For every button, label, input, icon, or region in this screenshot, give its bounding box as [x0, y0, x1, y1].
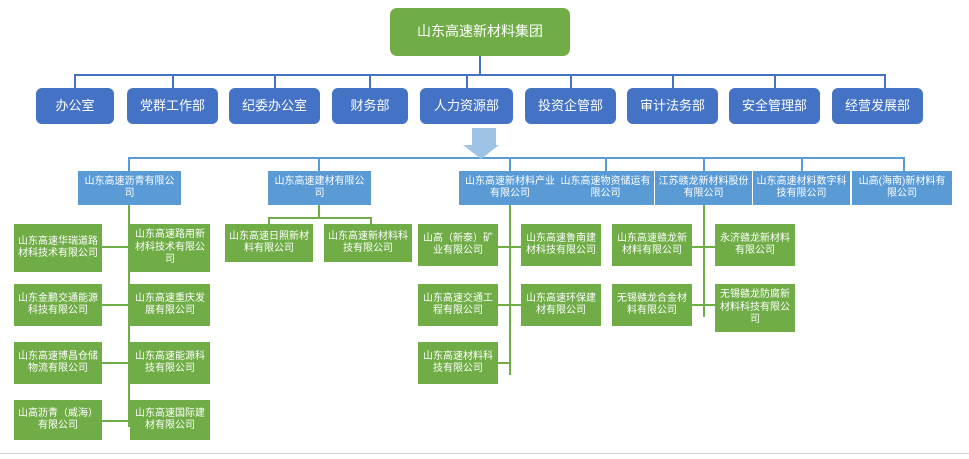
leaf-node-g1-2[interactable]: 山东高速路用新材科技术有限公司: [130, 224, 210, 272]
subsidiary-node-5[interactable]: 江苏赣龙新材料股份有限公司: [655, 171, 752, 205]
connector-stub-g5-r1r: [704, 246, 716, 248]
connector-drop-dept-2: [172, 74, 174, 88]
connector-stem-group-2: [318, 205, 320, 218]
connector-drop-dept-8: [774, 74, 776, 88]
connector-drop-g2-2: [370, 217, 372, 225]
connector-drop-dept-5: [466, 74, 468, 88]
connector-stub-g5-r2r: [704, 304, 716, 306]
connector-spine-group-3: [509, 205, 511, 375]
connector-stub-g3-r2l: [497, 304, 510, 306]
connector-drop-dept-9: [884, 74, 886, 88]
connector-drop-sub-6: [801, 157, 803, 171]
leaf-node-g1-7[interactable]: 山高沥青（威海）有限公司: [14, 400, 102, 440]
connector-spine-group-1: [128, 205, 130, 427]
department-node-6[interactable]: 投资企管部: [525, 88, 616, 124]
connector-stub-g5-r1l: [691, 246, 704, 248]
connector-stub-g5-r2l: [691, 304, 704, 306]
leaf-node-g5-3[interactable]: 无锡赣龙合金材料有限公司: [612, 284, 692, 326]
connector-drop-dept-4: [369, 74, 371, 88]
leaf-node-g3-3[interactable]: 山东高速交通工程有限公司: [418, 284, 498, 326]
department-node-3[interactable]: 纪委办公室: [229, 88, 320, 124]
subsidiary-node-6[interactable]: 山东高速材料数字科技有限公司: [753, 171, 850, 205]
department-node-2[interactable]: 党群工作部: [127, 88, 218, 124]
connector-stub-g1-r3l: [101, 362, 129, 364]
connector-stub-g3-r2r: [510, 304, 522, 306]
leaf-node-g1-6[interactable]: 山东高速能源科技有限公司: [130, 342, 210, 384]
department-node-9[interactable]: 经营发展部: [832, 88, 923, 124]
connector-drop-sub-5: [703, 157, 705, 171]
connector-stub-g1-r4l: [101, 420, 129, 422]
leaf-node-g5-2[interactable]: 永济赣龙新材料有限公司: [715, 224, 795, 266]
connector-subsidiary-bus: [128, 157, 905, 159]
connector-stub-g1-r1l: [101, 246, 129, 248]
connector-drop-sub-1: [128, 157, 130, 171]
leaf-node-g1-8[interactable]: 山东高速国际建材有限公司: [130, 400, 210, 440]
subsidiary-node-1[interactable]: 山东高速沥青有限公司: [78, 171, 181, 205]
connector-drop-sub-3: [509, 157, 511, 171]
connector-drop-dept-7: [672, 74, 674, 88]
connector-drop-dept-3: [274, 74, 276, 88]
connector-drop-sub-2: [318, 157, 320, 171]
subsidiary-node-3[interactable]: 山东高速新材料产业有限公司: [459, 171, 561, 205]
connector-drop-dept-6: [570, 74, 572, 88]
leaf-node-g1-5[interactable]: 山东高速博昌仓储物流有限公司: [14, 342, 102, 384]
connector-bracket-group-2: [268, 217, 372, 219]
leaf-node-g1-4[interactable]: 山东高速重庆发展有限公司: [130, 284, 210, 326]
leaf-node-g3-5[interactable]: 山东高速材料科技有限公司: [418, 342, 498, 384]
connector-drop-sub-4: [605, 157, 607, 171]
department-node-8[interactable]: 安全管理部: [729, 88, 820, 124]
leaf-node-g3-4[interactable]: 山东高速环保建材有限公司: [521, 284, 601, 326]
leaf-node-g3-2[interactable]: 山东高速鲁南建材科技有限公司: [521, 224, 601, 266]
connector-stub-g1-r2l: [101, 304, 129, 306]
root-node-group[interactable]: 山东高速新材料集团: [390, 8, 570, 56]
connector-stub-g3-r1l: [497, 246, 510, 248]
leaf-node-g5-4[interactable]: 无锡赣龙防腐新材料科技有限公司: [715, 284, 795, 332]
connector-spine-group-5: [703, 205, 705, 317]
footer-divider: [0, 453, 969, 454]
subsidiary-node-7[interactable]: 山高(海南)新材料有限公司: [852, 171, 952, 205]
leaf-node-g1-1[interactable]: 山东高速华瑞道路材科技术有限公司: [14, 224, 102, 272]
connector-stub-g3-r3l: [497, 362, 510, 364]
department-node-7[interactable]: 审计法务部: [627, 88, 718, 124]
subsidiary-node-4[interactable]: 山东高速物资储运有限公司: [557, 171, 654, 205]
connector-stub-g3-r1r: [510, 246, 522, 248]
department-node-5[interactable]: 人力资源部: [420, 88, 513, 124]
department-node-4[interactable]: 财务部: [332, 88, 408, 124]
connector-root-stem: [479, 56, 481, 74]
connector-department-bus: [74, 74, 886, 76]
connector-drop-g2-1: [268, 217, 270, 225]
leaf-node-g2-1[interactable]: 山东高速日照新材料有限公司: [225, 224, 313, 262]
leaf-node-g2-2[interactable]: 山东高速新材料科技有限公司: [324, 224, 412, 262]
leaf-node-g3-1[interactable]: 山高（新泰）矿业有限公司: [418, 224, 498, 266]
leaf-node-g1-3[interactable]: 山东金鹏交通能源科技有限公司: [14, 284, 102, 326]
connector-drop-sub-7: [903, 157, 905, 171]
leaf-node-g5-1[interactable]: 山东高速赣龙新材料有限公司: [612, 224, 692, 266]
subsidiary-node-2[interactable]: 山东高速建材有限公司: [268, 171, 371, 205]
connector-drop-dept-1: [74, 74, 76, 88]
department-node-1[interactable]: 办公室: [36, 88, 114, 124]
